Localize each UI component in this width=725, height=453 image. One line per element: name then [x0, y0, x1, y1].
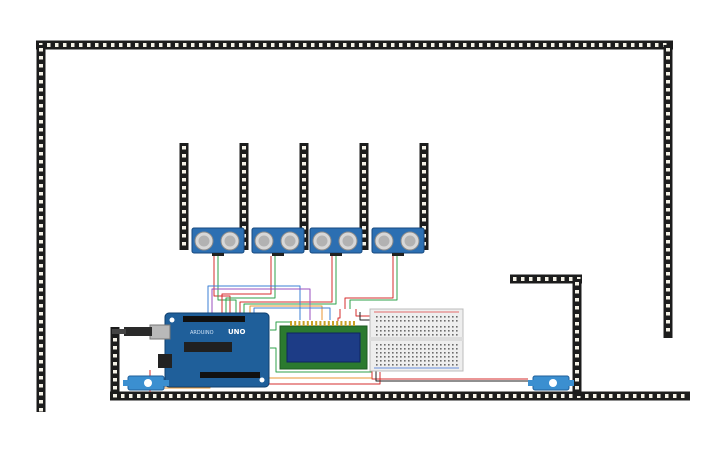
breadboard: [369, 308, 464, 372]
led-strip-sensor-4: [359, 143, 369, 250]
led-strip-inner-top: [510, 274, 582, 284]
led-strip-left: [36, 45, 46, 412]
ultrasonic-sensors: [191, 227, 425, 256]
board-brand: ARDUINO: [190, 330, 214, 336]
led-strip-top: [36, 40, 673, 50]
board-label: UNO: [228, 328, 246, 336]
led-strips: [36, 40, 690, 412]
lcd-pin-header: [290, 321, 355, 326]
led-strip-bottom-left-riser: [110, 327, 120, 400]
servo-left: [123, 375, 169, 391]
harness-2: [217, 292, 237, 313]
led-strip-inner-right: [572, 279, 582, 396]
ultrasonic-sensor-2: [251, 227, 305, 256]
ultrasonic-sensor-1: [191, 227, 245, 256]
usb-cable: [112, 327, 152, 336]
lcd-wire-3: [269, 372, 381, 385]
harness-7: [344, 290, 394, 309]
ultrasonic-sensor-3: [309, 227, 363, 256]
harness-8: [349, 292, 398, 309]
harness-13: [337, 309, 341, 321]
harness-6: [243, 292, 337, 313]
harness-11: [249, 305, 323, 320]
harness-3: [221, 290, 272, 313]
led-strip-bottom: [110, 391, 690, 401]
lcd-wire-1: [270, 321, 292, 331]
lcd-module: [279, 321, 368, 370]
led-strip-sensor-2: [239, 143, 249, 250]
lcd-wire-2: [270, 347, 372, 373]
components: ARDUINO UNO: [112, 227, 574, 391]
harness-4: [225, 292, 276, 313]
arduino-uno-board: ARDUINO UNO: [149, 312, 270, 388]
led-strip-sensor-1: [179, 143, 189, 250]
bb-power: [355, 309, 375, 317]
harness-5: [239, 290, 333, 313]
servo-right: [528, 375, 574, 391]
breadboard-holes: [376, 316, 458, 366]
harness-9: [207, 285, 301, 320]
harness-12: [253, 307, 331, 320]
led-strip-right: [663, 45, 673, 338]
ultrasonic-sensor-4: [371, 227, 425, 256]
harness-10: [211, 288, 311, 320]
